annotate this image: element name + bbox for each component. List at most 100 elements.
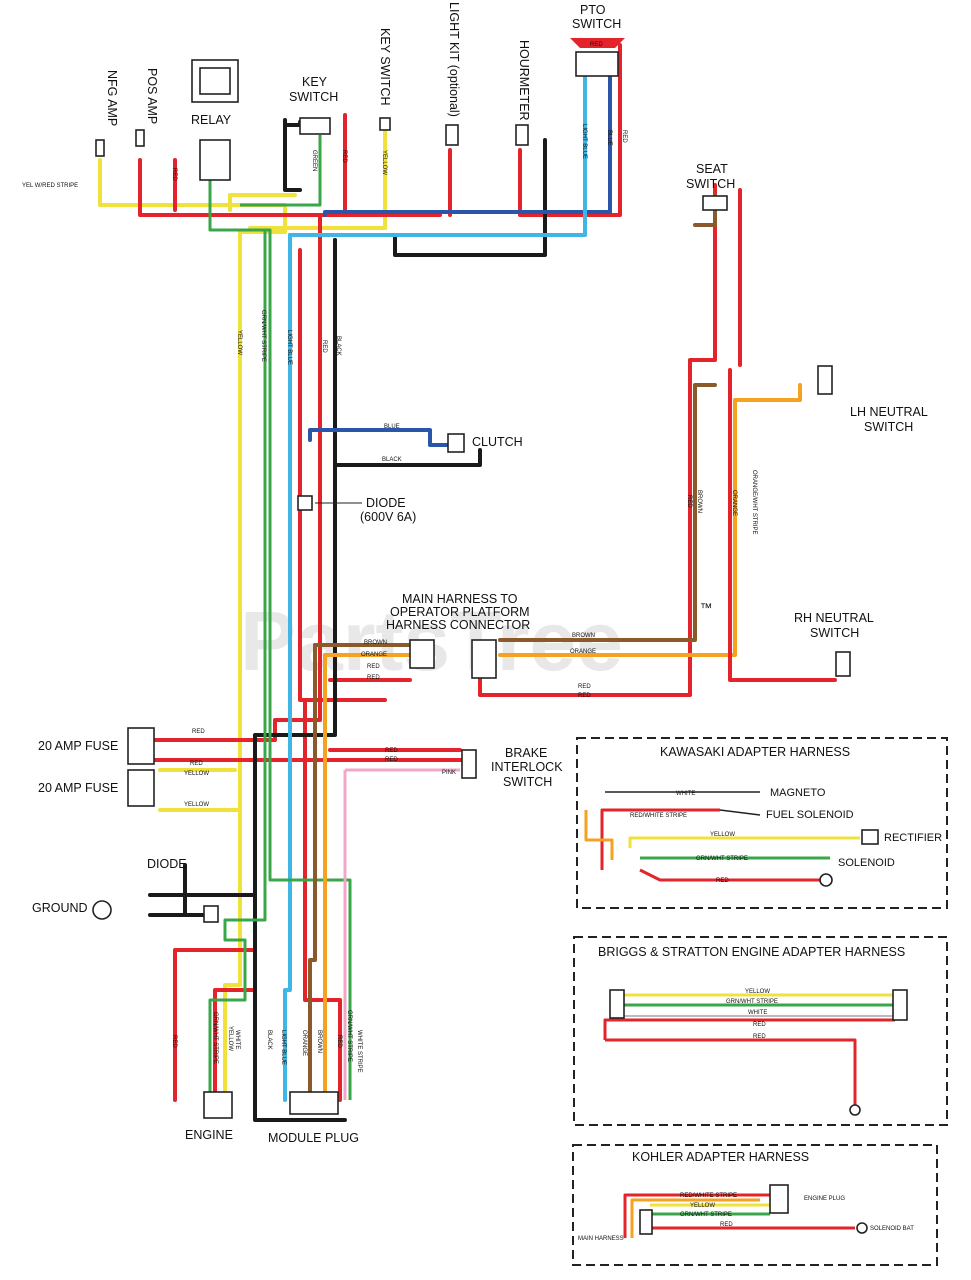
engine-plug-icon — [203, 1091, 233, 1119]
kohler-main-harness-plug — [639, 1209, 653, 1235]
kawasaki-fuel-solenoid: FUEL SOLENOID — [766, 809, 854, 821]
diode-top-icon — [297, 495, 313, 511]
wire-label-red-conn-1: RED — [367, 664, 380, 670]
wire-label-red-brake-1: RED — [385, 748, 398, 754]
fuse-1-label: 20 AMP FUSE — [38, 739, 118, 753]
ground-icon — [92, 900, 112, 920]
wire-label-yellow-fuse-1: YELLOW — [184, 771, 209, 777]
wire-label-black-trunk: BLACK — [335, 336, 341, 356]
wire-label-red-seat: RED — [686, 495, 692, 508]
wire-label-orange-module: ORANGE — [301, 1030, 307, 1056]
wire-label-white-engine: WHITE — [234, 1030, 240, 1049]
brake-interlock-icon — [461, 749, 477, 779]
kawasaki-adapter-panel: KAWASAKI ADAPTER HARNESS WHITE RED/WHITE… — [576, 737, 948, 909]
briggs-wire-grnwht: GRN/WHT STRIPE — [726, 999, 778, 1005]
kohler-solenoid-ring — [856, 1222, 868, 1234]
wire-label-red-trunk: RED — [321, 340, 327, 353]
seat-switch-label-2: SWITCH — [686, 177, 735, 191]
main-harness-label-2: OPERATOR PLATFORM — [390, 605, 530, 619]
wire-label-grn-wht-module: GRN/WHT STRIPE — [346, 1010, 352, 1062]
pos-amp-label: POS AMP — [145, 68, 159, 124]
rh-neutral-label-2: SWITCH — [810, 626, 859, 640]
wire-label-lightblue-pto: LIGHT BLUE — [581, 124, 587, 159]
kohler-wire-yellow: YELLOW — [690, 1203, 715, 1209]
wire-label-brown-seat: BROWN — [696, 490, 702, 513]
kohler-engine-plug-label: ENGINE PLUG — [804, 1196, 845, 1202]
wire-label-grn-wht: GRN/WHT STRIPE — [260, 310, 266, 362]
briggs-adapter-panel: BRIGGS & STRATTON ENGINE ADAPTER HARNESS… — [573, 936, 948, 1126]
diode-top-label-2: (600V 6A) — [360, 510, 416, 524]
wire-label-yellow-fuse-2: YELLOW — [184, 802, 209, 808]
wire-label-black-clutch: BLACK — [382, 457, 402, 463]
key-switch-icon — [299, 117, 331, 135]
pto-switch-label-1: PTO — [580, 3, 606, 17]
briggs-wire-white: WHITE — [748, 1010, 767, 1016]
kohler-wire-redwhite: RED/WHITE STRIPE — [680, 1193, 737, 1199]
light-kit-connector — [445, 124, 459, 146]
diode-bottom-label: DIODE — [147, 857, 187, 871]
wire-label-black-module: BLACK — [266, 1030, 272, 1050]
wire-label-orange-right: ORANGE — [570, 649, 596, 655]
kohler-adapter-panel: KOHLER ADAPTER HARNESS RED/WHITE STRIPE … — [572, 1144, 938, 1266]
brake-interlock-label-3: SWITCH — [503, 775, 552, 789]
module-plug-label: MODULE PLUG — [268, 1131, 359, 1145]
kawasaki-solenoid: SOLENOID — [838, 857, 895, 869]
wire-label-yellow-engine: YELLOW — [227, 1026, 233, 1051]
wire-label-red-module: RED — [336, 1035, 342, 1048]
lh-neutral-label-1: LH NEUTRAL — [850, 405, 928, 419]
diode-top-label-1: DIODE — [366, 496, 406, 510]
key-switch-label-1: KEY — [302, 75, 328, 89]
brake-interlock-label-1: BRAKE — [505, 746, 547, 760]
kohler-wire-red: RED — [720, 1222, 733, 1228]
kawasaki-solenoid-ring — [819, 873, 833, 887]
briggs-ring-terminal — [849, 1104, 861, 1116]
wire-label-yel-red: YEL W/RED STRIPE — [22, 183, 78, 189]
wire-label-white-stripe-module: WHITE STRIPE — [356, 1030, 362, 1073]
key-switch-connector — [379, 117, 391, 131]
kohler-solenoid-bat-label: SOLENOID BAT — [870, 1226, 914, 1232]
main-harness-connector-right — [471, 639, 497, 679]
wire-label-red-conn-2: RED — [367, 675, 380, 681]
wire-label-pink-brake: PINK — [442, 770, 456, 776]
fuse-2-label: 20 AMP FUSE — [38, 781, 118, 795]
wire-label-red-key: RED — [341, 150, 347, 163]
lh-neutral-label-2: SWITCH — [864, 420, 913, 434]
wire-label-brown-module: BROWN — [316, 1030, 322, 1053]
wire-label-orange-lh: ORANGE — [731, 490, 737, 516]
pos-amp-terminal — [135, 129, 145, 147]
kohler-main-harness-label: MAIN HARNESS — [578, 1236, 624, 1242]
wire-label-grn-wht-engine: GRN/WHT STRIPE — [212, 1012, 218, 1064]
rh-neutral-label-1: RH NEUTRAL — [794, 611, 874, 625]
kawasaki-wire-yellow: YELLOW — [710, 832, 735, 838]
briggs-plug-right — [892, 989, 908, 1021]
component-labels: NFG AMP POS AMP RELAY KEY SWITCH KEY SWI… — [32, 2, 928, 1145]
briggs-wire-yellow: YELLOW — [745, 989, 770, 995]
wire-label-lightblue-trunk: LIGHT BLUE — [286, 330, 292, 365]
wire-label-red-right-2: RED — [578, 693, 591, 699]
pto-switch-icon — [570, 38, 625, 77]
kawasaki-title: KAWASAKI ADAPTER HARNESS — [660, 745, 850, 759]
wire-label-red-fuse-1: RED — [192, 729, 205, 735]
trademark: ™ — [700, 601, 713, 615]
kawasaki-wire-white: WHITE — [676, 791, 695, 797]
wire-label-orange-conn: ORANGE — [361, 652, 387, 658]
clutch-label: CLUTCH — [472, 435, 523, 449]
wire-label-yellow-trunk: YELLOW — [236, 330, 242, 355]
wire-label-blue-clutch: BLUE — [384, 424, 400, 430]
key-switch-vertical-label: KEY SWITCH — [378, 28, 392, 106]
kohler-engine-plug — [769, 1184, 789, 1214]
wire-label-green-key: GREEN — [311, 150, 317, 171]
wire-annotations: YEL W/RED STRIPE RED GREEN RED YELLOW BL… — [22, 42, 757, 1073]
wire-label-red-engine: RED — [171, 1035, 177, 1048]
wire-label-brown-conn: BROWN — [364, 640, 387, 646]
kohler-wire-grnwht: GRN/WHT STRIPE — [680, 1212, 732, 1218]
lh-neutral-switch-icon — [817, 365, 833, 395]
kawasaki-wire-redwhite: RED/WHITE STRIPE — [630, 813, 687, 819]
seat-switch-label-1: SEAT — [696, 162, 728, 176]
kawasaki-rectifier: RECTIFIER — [884, 832, 942, 844]
wire-label-brown-right: BROWN — [572, 633, 595, 639]
hourmeter-connector — [515, 124, 529, 146]
wire-label-blue-pto: BLUE — [606, 130, 612, 146]
key-switch-label-2: SWITCH — [289, 90, 338, 104]
components — [92, 38, 851, 1119]
